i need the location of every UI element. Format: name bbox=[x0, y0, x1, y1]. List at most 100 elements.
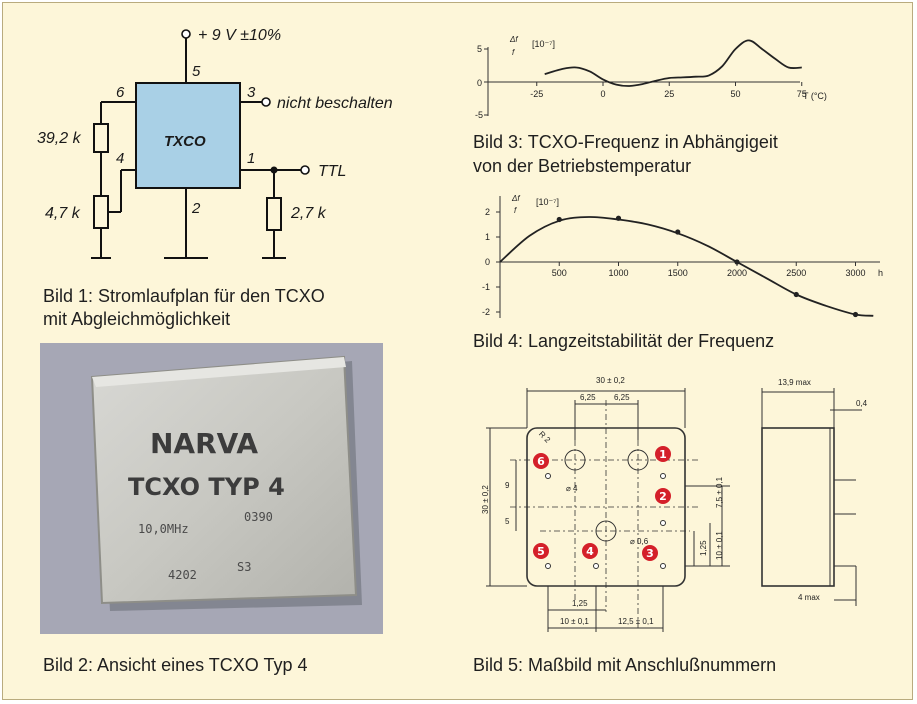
series-markers bbox=[556, 215, 859, 318]
pin-badge-3: 3 bbox=[646, 547, 654, 560]
x-tick-label: 1500 bbox=[668, 268, 688, 278]
x-tick-label: 75 bbox=[797, 89, 807, 99]
dim-12-5: 12,5 ± 0,1 bbox=[618, 617, 654, 626]
metal-case bbox=[90, 355, 358, 605]
dim-pitch-a: 6,25 bbox=[580, 393, 596, 402]
pin-badge-4: 4 bbox=[586, 545, 594, 558]
y-tick-label: -1 bbox=[482, 282, 490, 292]
data-point bbox=[556, 216, 562, 223]
resistor-39k-label: 39,2 k bbox=[37, 130, 82, 147]
x-tick-label: 500 bbox=[552, 268, 567, 278]
supply-terminal bbox=[181, 29, 191, 39]
x-tick-label: 0 bbox=[600, 89, 605, 99]
dim-radius: R 2 bbox=[537, 429, 553, 445]
dim-height: 30 ± 0,2 bbox=[481, 485, 490, 514]
side-outline bbox=[761, 427, 835, 587]
output-label: TTL bbox=[318, 163, 346, 180]
junction-dot bbox=[270, 166, 278, 174]
data-point bbox=[675, 229, 681, 235]
dim-7-5: 7,5 ± 0,1 bbox=[715, 476, 724, 508]
case-type: TCXO TYP 4 bbox=[128, 473, 285, 501]
pin-badge-2: 2 bbox=[659, 490, 667, 503]
x-tick-label: 50 bbox=[730, 89, 740, 99]
dim-10-h: 10 ± 0,1 bbox=[560, 617, 589, 626]
pin3-note: nicht beschalten bbox=[277, 95, 393, 112]
dim-hole-small: ⌀ 0,6 bbox=[630, 537, 649, 546]
caption-bild4: Bild 4: Langzeitstabilität der Frequenz bbox=[473, 331, 775, 351]
pin-badge-5: 5 bbox=[537, 545, 545, 558]
y-unit: [10⁻⁷] bbox=[532, 39, 555, 49]
x-tick-label: 2000 bbox=[727, 268, 747, 278]
y-tick-label: 0 bbox=[485, 257, 490, 267]
dim-pitch-b: 6,25 bbox=[614, 393, 630, 402]
pin4-number: 4 bbox=[116, 150, 124, 167]
ylabel-den: f bbox=[514, 206, 517, 215]
x-axis-label: T (°C) bbox=[803, 91, 827, 101]
output-terminal bbox=[300, 165, 310, 175]
data-point bbox=[852, 311, 859, 318]
data-point bbox=[793, 291, 799, 298]
dim-10-v: 10 ± 0,1 bbox=[715, 531, 724, 560]
resistor-4k7-label: 4,7 k bbox=[45, 205, 81, 222]
case-mark: S3 bbox=[237, 560, 251, 574]
dim-9: 9 bbox=[505, 481, 510, 490]
supply-label: + 9 V ±10% bbox=[198, 27, 281, 44]
x-tick-label: 1000 bbox=[608, 268, 628, 278]
dim-depth: 13,9 max bbox=[778, 378, 811, 387]
pin1-number: 1 bbox=[247, 150, 255, 167]
series-line bbox=[544, 39, 802, 87]
component-photo: NARVA TCXO TYP 4 10,0MHz 0390 4202 S3 bbox=[40, 343, 383, 634]
caption-bild1-line1: Bild 1: Stromlaufplan für den TCXO bbox=[43, 286, 325, 306]
pin-badge-6: 6 bbox=[537, 455, 545, 468]
data-point bbox=[734, 259, 740, 265]
dim-1-25-h: 1,25 bbox=[572, 599, 588, 608]
txco-chip-body bbox=[135, 82, 241, 189]
case-brand: NARVA bbox=[150, 427, 258, 460]
chip-label: TXCO bbox=[164, 133, 206, 150]
dim-width: 30 ± 0,2 bbox=[596, 376, 625, 385]
data-point bbox=[615, 215, 622, 221]
y-unit: [10⁻⁷] bbox=[536, 197, 559, 207]
x-ticks: -25 0 25 50 75 bbox=[484, 48, 807, 116]
caption-bild5: Bild 5: Maßbild mit Anschlußnummern bbox=[473, 655, 777, 675]
pin-badge-1: 1 bbox=[659, 448, 667, 461]
ylabel-num: Δf bbox=[509, 35, 518, 44]
y-tick-label: 2 bbox=[485, 207, 490, 217]
x-axis-label: h bbox=[878, 268, 883, 278]
case-lot: 4202 bbox=[168, 568, 197, 582]
x-tick-label: 3000 bbox=[845, 268, 865, 278]
x-tick-label: -25 bbox=[530, 89, 543, 99]
dim-5: 5 bbox=[505, 517, 510, 526]
caption-bild3-line1: Bild 3: TCXO-Frequenz in Abhängigeit bbox=[473, 132, 778, 152]
ytick-m5: -5 bbox=[475, 110, 483, 120]
y-tick-label: -2 bbox=[482, 307, 490, 317]
pin5-number: 5 bbox=[192, 63, 201, 80]
ytick-0: 0 bbox=[477, 78, 482, 88]
x-tick-label: 2500 bbox=[786, 268, 806, 278]
ylabel-num: Δf bbox=[511, 194, 520, 203]
dim-hole-big: ⌀ 4 bbox=[566, 484, 578, 493]
dim-1-25-v: 1,25 bbox=[699, 540, 708, 556]
caption-bild3-line2: von der Betriebstemperatur bbox=[473, 156, 692, 176]
ytick-5: 5 bbox=[477, 44, 482, 54]
case-frequency: 10,0MHz bbox=[138, 522, 189, 536]
y-tick-label: 1 bbox=[485, 232, 490, 242]
x-tick-label: 25 bbox=[664, 89, 674, 99]
pin2-number: 2 bbox=[191, 200, 201, 217]
case-code: 0390 bbox=[244, 510, 273, 524]
axis-ticks: 500 1000 1500 2000 2500 3000 2 1 0 -1 -2 bbox=[482, 207, 866, 317]
pin3-terminal bbox=[261, 97, 271, 107]
pin6-number: 6 bbox=[116, 84, 125, 101]
caption-bild2: Bild 2: Ansicht eines TCXO Typ 4 bbox=[43, 655, 308, 675]
resistor-2k7-label: 2,7 k bbox=[290, 205, 327, 222]
dim-0-4: 0,4 bbox=[856, 399, 868, 408]
ylabel-den: f bbox=[512, 48, 515, 57]
pin3-number: 3 bbox=[247, 84, 256, 101]
dim-4max: 4 max bbox=[798, 593, 820, 602]
caption-bild1-line2: mit Abgleichmöglichkeit bbox=[43, 309, 231, 329]
